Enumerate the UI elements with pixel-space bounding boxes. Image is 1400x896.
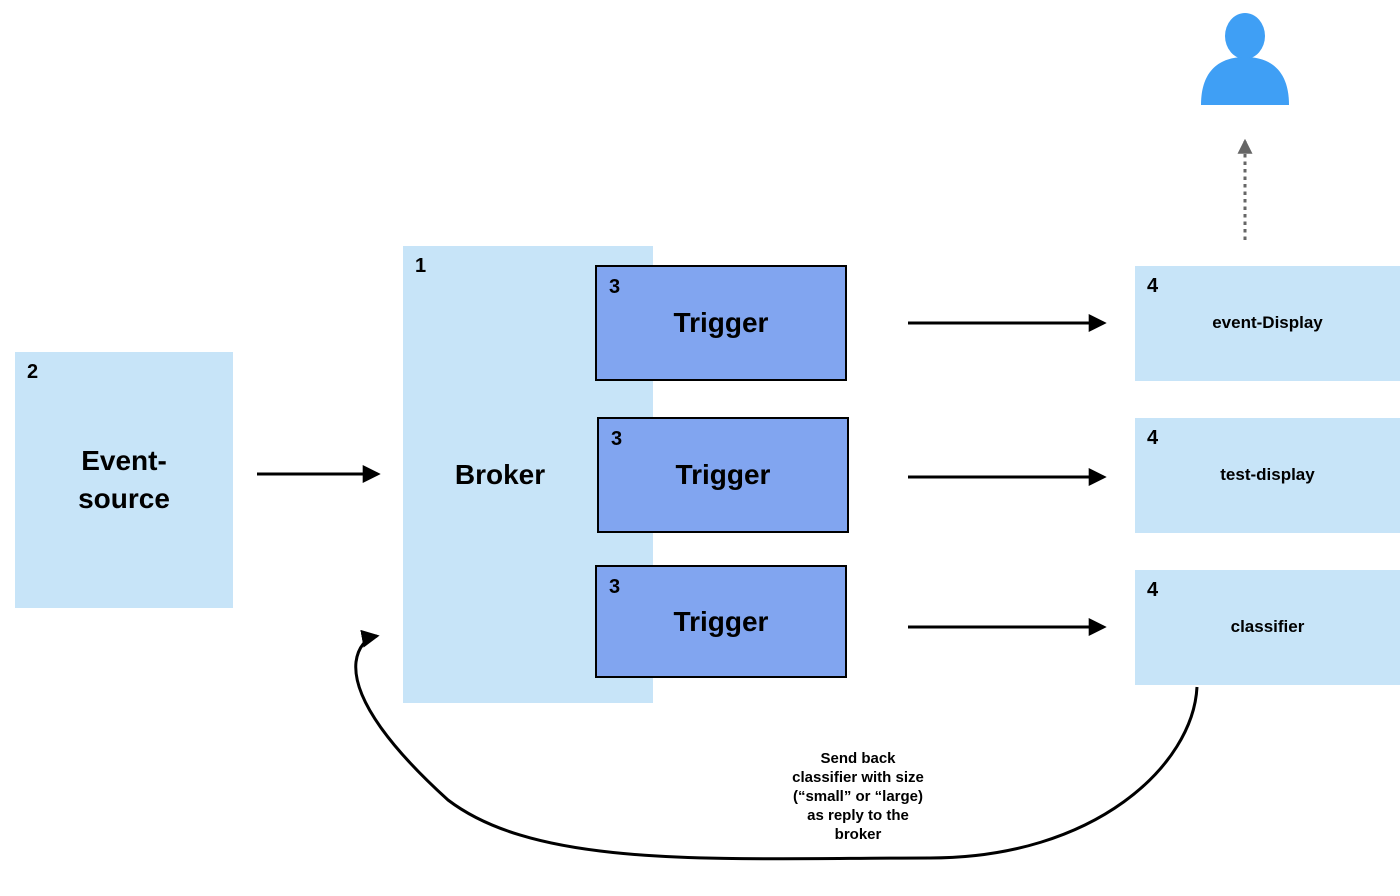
- trigger-box-2: 3 Trigger: [597, 417, 849, 533]
- trigger-box-3: 3 Trigger: [595, 565, 847, 678]
- classifier-number: 4: [1147, 579, 1159, 601]
- event-display-label: event-Display: [1212, 313, 1323, 333]
- event-source-box: 2 Event- source: [15, 352, 233, 608]
- trigger-1-number: 3: [609, 276, 621, 298]
- broker-number: 1: [415, 255, 427, 277]
- trigger-3-number: 3: [609, 576, 621, 598]
- reply-note: Send back classifier with size (“small” …: [792, 750, 924, 843]
- trigger-2-label: Trigger: [675, 459, 771, 491]
- classifier-box: 4 classifier: [1135, 570, 1400, 685]
- event-source-label: Event- source: [78, 445, 170, 514]
- event-display-number: 4: [1147, 275, 1159, 297]
- event-display-box: 4 event-Display: [1135, 266, 1400, 381]
- trigger-1-label: Trigger: [673, 307, 769, 339]
- test-display-number: 4: [1147, 427, 1159, 449]
- user-icon: [1201, 13, 1289, 105]
- trigger-3-label: Trigger: [673, 605, 769, 637]
- broker-label: Broker: [454, 458, 546, 490]
- event-source-number: 2: [27, 361, 39, 383]
- test-display-box: 4 test-display: [1135, 418, 1400, 533]
- trigger-2-number: 3: [611, 428, 623, 450]
- test-display-label: test-display: [1220, 465, 1315, 485]
- trigger-box-1: 3 Trigger: [595, 265, 847, 381]
- classifier-label: classifier: [1230, 617, 1305, 637]
